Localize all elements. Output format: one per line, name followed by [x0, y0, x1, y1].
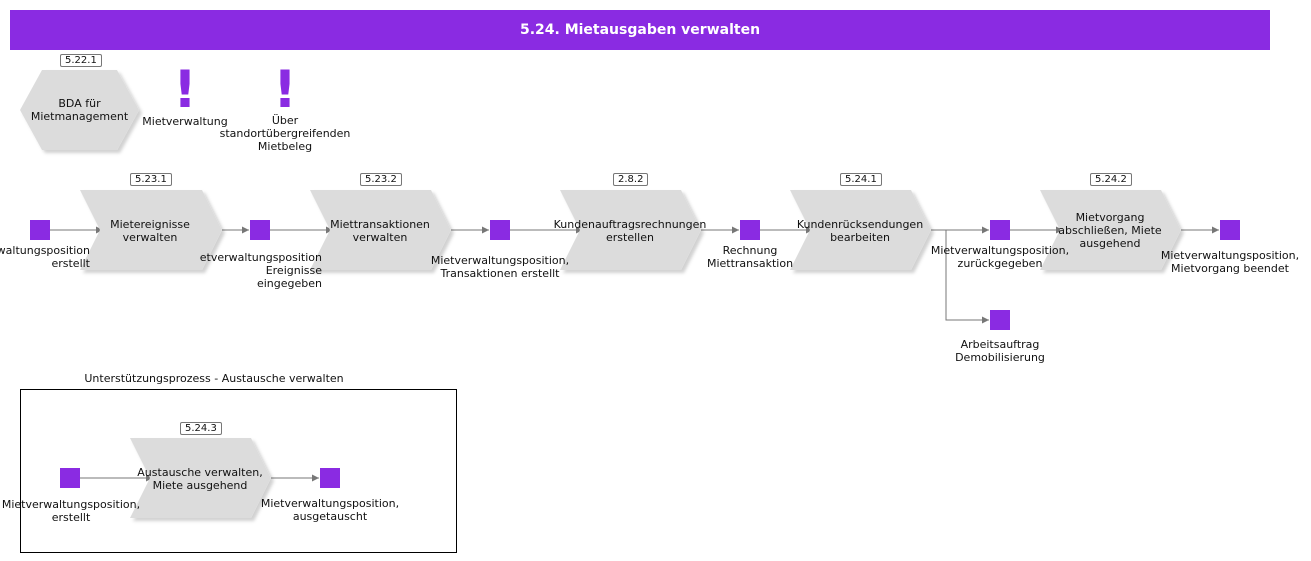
reference-label: BDA für Mietmanagement	[30, 97, 129, 123]
function-chevron-f4[interactable]	[790, 190, 931, 270]
function-badge: 5.24.2	[1090, 173, 1132, 186]
function-badge: 2.8.2	[613, 173, 649, 186]
event-square-e9[interactable]	[320, 468, 340, 488]
function-badge: 5.23.1	[130, 173, 172, 186]
function-label: Kundenauftragsrechnungen erstellen	[553, 218, 707, 244]
connectors	[50, 226, 1219, 482]
function-chevron-f3[interactable]	[560, 190, 701, 270]
function-badge: 5.24.1	[840, 173, 882, 186]
function-chevron-f5[interactable]	[1040, 190, 1181, 270]
event-label: Mietverwaltungsposition, Ereignisse eing…	[200, 251, 322, 290]
event-square-e6[interactable]	[1220, 220, 1240, 240]
event-label: Mietverwaltungsposition, Mietvorgang bee…	[1160, 249, 1300, 275]
reference-badge: 5.22.1	[60, 54, 102, 67]
event-label: Rechnung Miettransaktion	[706, 244, 794, 270]
connector	[945, 230, 989, 324]
function-badge: 5.23.2	[360, 173, 402, 186]
function-label: Kundenrücksendungen bearbeiten	[796, 218, 924, 244]
event-label: Mietverwaltungsposition, Transaktionen e…	[430, 254, 570, 280]
event-square-e7[interactable]	[990, 310, 1010, 330]
function-label: Mietereignisse verwalten	[110, 218, 190, 244]
info-label-mietverwaltung: Mietverwaltung	[142, 115, 228, 128]
page-title: 5.24. Mietausgaben verwalten	[10, 10, 1270, 50]
event-square-e8[interactable]	[60, 468, 80, 488]
function-badge: 5.24.3	[180, 422, 222, 435]
event-square-e1[interactable]	[30, 220, 50, 240]
event-label: Mietverwaltungsposition, ausgetauscht	[260, 497, 400, 523]
event-label: Arbeitsauftrag Demobilisierung	[955, 338, 1045, 364]
event-label: Mietverwaltungsposition, erstellt	[0, 244, 90, 270]
support-process-frame	[20, 389, 457, 553]
info-label-mietbeleg: Über standortübergreifenden Mietbeleg	[219, 114, 351, 153]
event-square-e4[interactable]	[740, 220, 760, 240]
exclamation-icon: !	[273, 60, 297, 120]
event-label: Mietverwaltungsposition, zurückgegeben	[930, 244, 1070, 270]
support-process-title: Unterstützungsprozess - Austausche verwa…	[84, 372, 344, 385]
function-chevron-f2[interactable]	[310, 190, 451, 270]
function-label: Austausche verwalten, Miete ausgehend	[137, 466, 263, 492]
event-square-e3[interactable]	[490, 220, 510, 240]
event-label: Mietverwaltungsposition, erstellt	[1, 498, 141, 524]
function-chevron-f6[interactable]	[130, 438, 271, 518]
event-square-e2[interactable]	[250, 220, 270, 240]
event-square-e5[interactable]	[990, 220, 1010, 240]
process-interface-hexagon[interactable]	[20, 70, 139, 150]
function-label: Miettransaktionen verwalten	[330, 218, 430, 244]
exclamation-icon: !	[173, 60, 197, 120]
function-label: Mietvorgang abschließen, Miete ausgehend	[1058, 211, 1162, 250]
function-chevron-f1[interactable]	[80, 190, 222, 270]
